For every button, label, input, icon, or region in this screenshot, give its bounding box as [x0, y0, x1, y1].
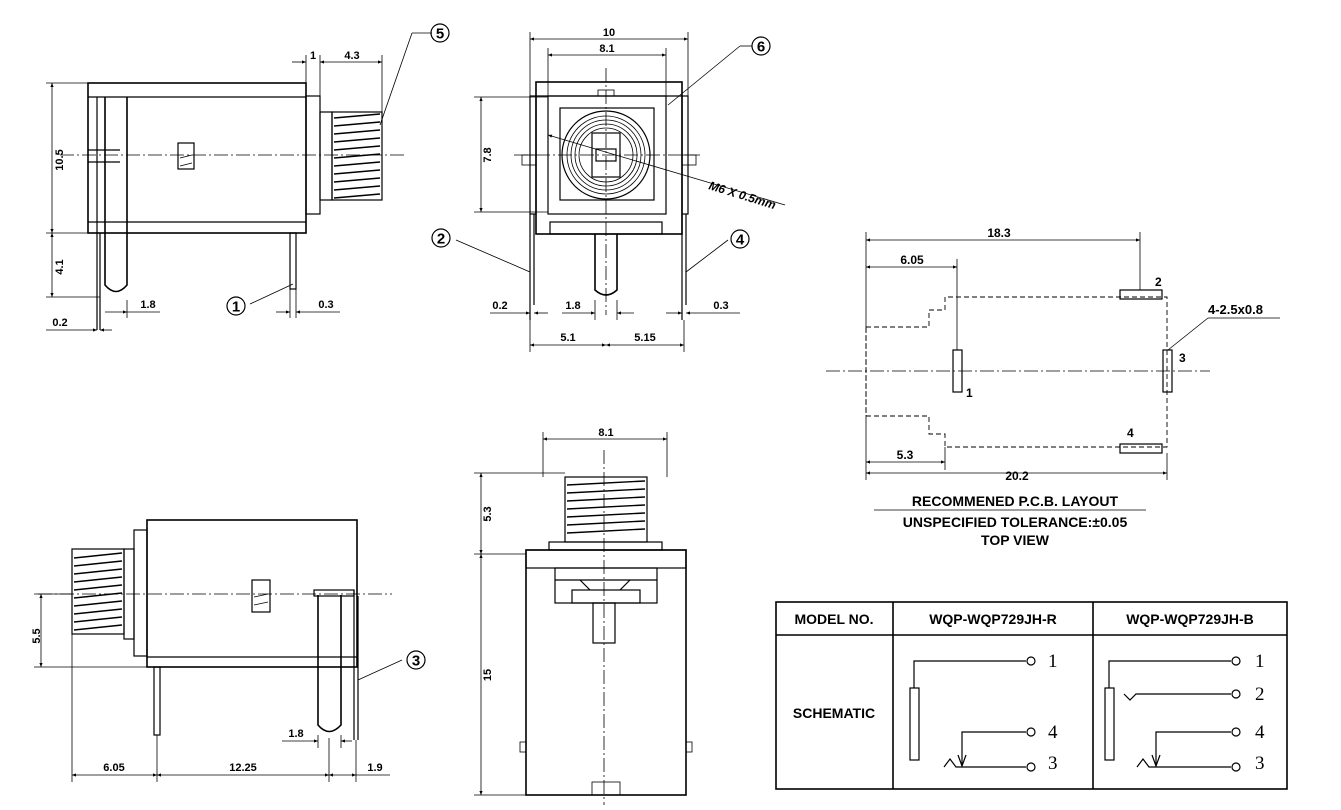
table-header-model: MODEL NO.	[794, 611, 873, 627]
bottom-left-view: 5.5 3 1.8 6.05 12.25 1.9	[31, 519, 426, 782]
schem-r-t4: 4	[1048, 722, 1058, 743]
pad-label-3: 3	[1179, 351, 1186, 365]
dim-4-1: 4.1	[54, 259, 66, 274]
dim-6-05-bl: 6.05	[103, 762, 124, 774]
dim-8-1: 8.1	[599, 43, 614, 55]
thread-lines-2	[73, 552, 123, 631]
dim-4-3: 4.3	[344, 50, 359, 62]
schem-b-t3: 3	[1255, 753, 1265, 774]
pad-3	[1162, 349, 1173, 393]
schem-b-t1: 1	[1255, 651, 1265, 672]
dim-0-2-front: 0.2	[492, 300, 507, 312]
schematic-b: 1 2 4 3	[1104, 651, 1265, 774]
callout-3: 3	[412, 653, 420, 670]
callout-6: 6	[757, 39, 765, 56]
schem-b-t4: 4	[1255, 722, 1265, 743]
dim-0-3: 0.3	[318, 299, 333, 311]
dim-15: 15	[482, 669, 494, 681]
front-view: 10 8.1 7.8 6 M6 X 0.5mm 2 4 0.2 1.8 0.3 …	[431, 27, 786, 352]
bottom-middle-view: 8.1 5.3 15	[474, 427, 693, 805]
dim-1-8-front: 1.8	[565, 300, 580, 312]
pad-2	[1119, 289, 1163, 300]
pcb-tolerance: UNSPECIFIED TOLERANCE:±0.05	[903, 514, 1128, 530]
pad-label-2: 2	[1155, 275, 1162, 289]
dim-5-3-pcb: 5.3	[897, 448, 914, 462]
dim-5-15: 5.15	[634, 332, 655, 344]
callout-5: 5	[436, 26, 444, 43]
dim-10-5: 10.5	[54, 149, 66, 170]
model-table: MODEL NO. WQP-WQP729JH-R WQP-WQP729JH-B …	[775, 601, 1288, 790]
pad-1	[952, 349, 963, 393]
thread-spec: M6 X 0.5mm	[707, 178, 778, 212]
table-header-b: WQP-WQP729JH-B	[1126, 611, 1254, 627]
schematic-r: 1 4 3	[909, 651, 1058, 774]
pcb-title: RECOMMENED P.C.B. LAYOUT	[912, 493, 1119, 509]
dim-0-2: 0.2	[52, 317, 67, 329]
dim-0-3-front: 0.3	[713, 300, 728, 312]
schem-r-t3: 3	[1048, 753, 1058, 774]
thread-lines	[333, 113, 381, 199]
dim-12-25: 12.25	[229, 762, 257, 774]
dim-1-9: 1.9	[367, 762, 382, 774]
dim-5-5: 5.5	[31, 628, 43, 643]
schem-b-t2: 2	[1255, 684, 1265, 705]
dim-5-1: 5.1	[560, 332, 575, 344]
callout-1: 1	[232, 299, 240, 316]
pad-label-1: 1	[966, 386, 973, 400]
dim-6-05-pcb: 6.05	[900, 253, 924, 267]
dim-5-3-bm: 5.3	[482, 506, 494, 521]
callout-4: 4	[736, 232, 745, 249]
dim-1-8: 1.8	[140, 299, 155, 311]
pcb-layout: 1 2 3 4 18.3 6.05 4-2.5x0.8 5.3 20.2 REC…	[826, 226, 1280, 548]
side-view: 10.5 4.1 1 4.3 5 1.8 1 0.3 0.2	[46, 23, 450, 332]
callout-2: 2	[437, 231, 445, 248]
dim-8-1-bm: 8.1	[598, 427, 613, 439]
table-row-schematic: SCHEMATIC	[793, 705, 875, 721]
dim-20-2: 20.2	[1005, 469, 1029, 483]
dim-1: 1	[310, 50, 316, 62]
table-header-r: WQP-WQP729JH-R	[929, 611, 1057, 627]
thread-lines-3	[566, 480, 646, 534]
pad-4	[1119, 443, 1163, 454]
dim-1-8-bl: 1.8	[288, 728, 303, 740]
pcb-view: TOP VIEW	[981, 532, 1050, 548]
schem-r-t1: 1	[1048, 651, 1058, 672]
dim-10: 10	[603, 27, 615, 39]
dim-7-8: 7.8	[482, 147, 494, 162]
dim-18-3: 18.3	[987, 226, 1011, 240]
pads-spec: 4-2.5x0.8	[1208, 302, 1263, 317]
pad-label-4: 4	[1127, 426, 1134, 440]
